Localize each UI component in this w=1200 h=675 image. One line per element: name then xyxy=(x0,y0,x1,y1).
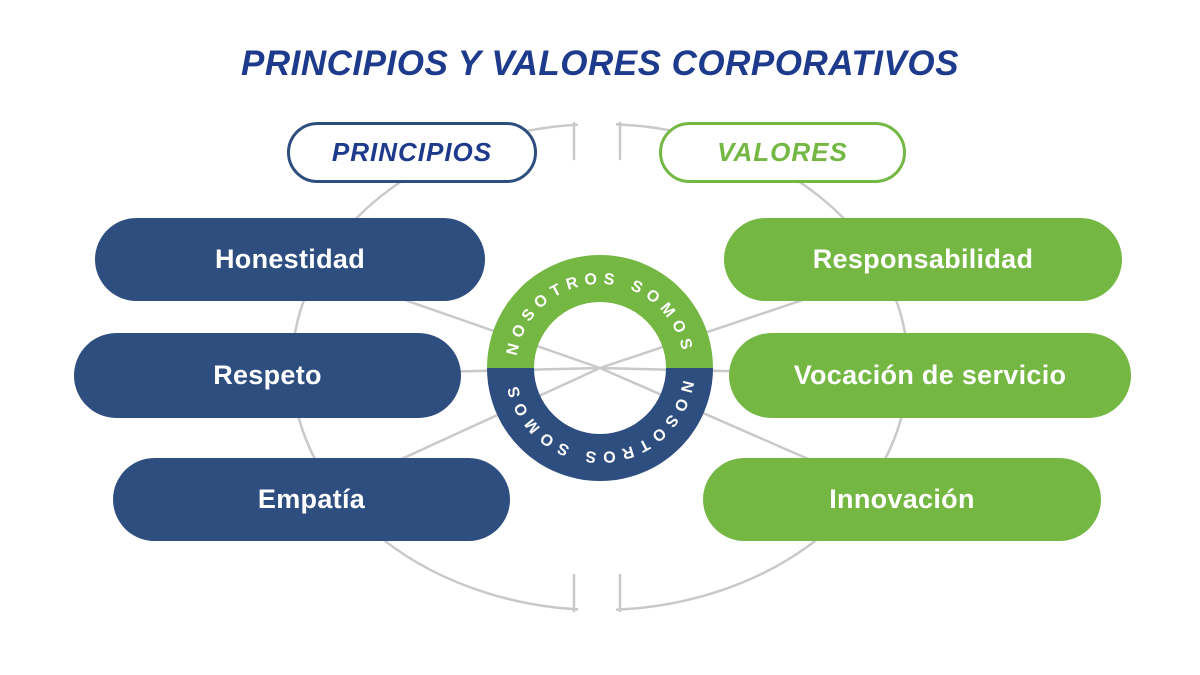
pill-responsabilidad-label: Responsabilidad xyxy=(812,244,1034,274)
pill-empatia: Empatía xyxy=(113,458,510,541)
pill-innovacion-label: Innovación xyxy=(829,484,975,514)
pill-empatia-label: Empatía xyxy=(257,484,366,514)
orbit-ticks xyxy=(572,121,622,613)
pill-honestidad-label: Honestidad xyxy=(214,244,365,274)
pill-respeto: Respeto xyxy=(74,333,461,418)
pill-innovacion: Innovación xyxy=(703,458,1101,541)
tag-principios: PRINCIPIOS xyxy=(287,122,537,183)
tag-principios-label: PRINCIPIOS xyxy=(331,137,493,167)
pill-vocacion-label: Vocación de servicio xyxy=(793,360,1067,390)
orbit-gap-top xyxy=(578,106,616,172)
pill-honestidad: Honestidad xyxy=(95,218,485,301)
tag-valores-label: VALORES xyxy=(717,137,848,167)
tag-valores: VALORES xyxy=(659,122,906,183)
page-title: PRINCIPIOS Y VALORES CORPORATIVOS xyxy=(241,44,959,83)
pill-responsabilidad: Responsabilidad xyxy=(724,218,1122,301)
orbit-gap-bottom xyxy=(578,563,616,629)
pill-respeto-label: Respeto xyxy=(213,360,322,390)
ring-top-half xyxy=(487,255,713,368)
ring-bottom-half xyxy=(487,368,713,481)
pill-vocacion-de-servicio: Vocación de servicio xyxy=(729,333,1131,418)
